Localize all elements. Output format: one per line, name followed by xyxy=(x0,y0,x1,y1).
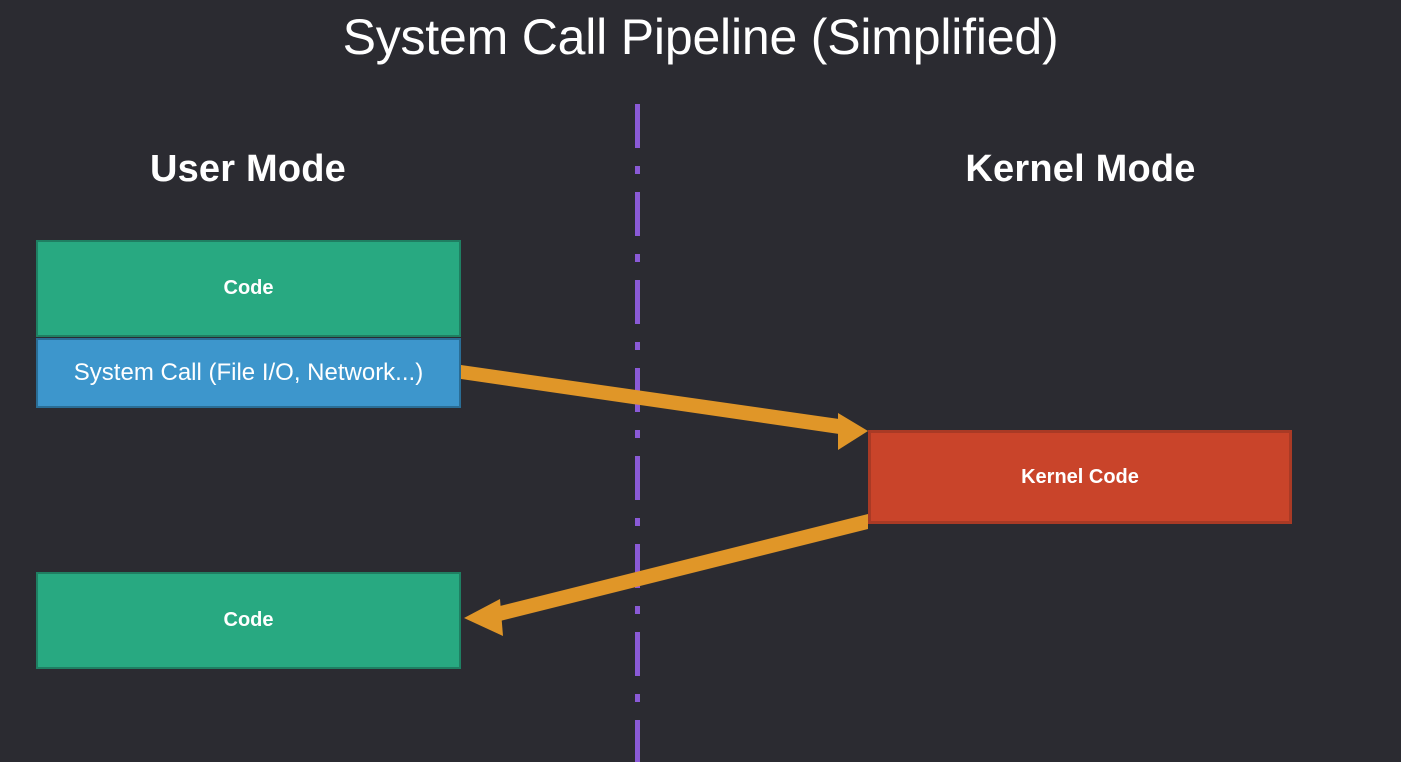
kernel-return-arrow-head xyxy=(464,599,503,636)
system-call-box-label: System Call (File I/O, Network...) xyxy=(73,358,424,386)
user-mode-label: User Mode xyxy=(149,148,347,190)
page-title: System Call Pipeline (Simplified) xyxy=(342,9,1059,65)
kernel-return-arrow xyxy=(464,514,868,636)
kernel-code-box-label: Kernel Code xyxy=(1021,465,1139,488)
code-box-bottom: Code xyxy=(36,572,461,669)
syscall-trap-arrow xyxy=(461,365,868,450)
mode-divider-line xyxy=(635,104,640,762)
system-call-box: System Call (File I/O, Network...) xyxy=(36,338,461,408)
kernel-return-arrow-shaft xyxy=(496,514,868,622)
code-box-top: Code xyxy=(36,240,461,337)
code-box-top-label: Code xyxy=(223,277,274,299)
syscall-trap-arrow-head xyxy=(838,413,868,450)
kernel-mode-label: Kernel Mode xyxy=(965,148,1196,190)
syscall-trap-arrow-shaft xyxy=(461,365,846,435)
code-box-bottom-label: Code xyxy=(223,609,274,631)
kernel-code-box: Kernel Code xyxy=(868,430,1292,524)
